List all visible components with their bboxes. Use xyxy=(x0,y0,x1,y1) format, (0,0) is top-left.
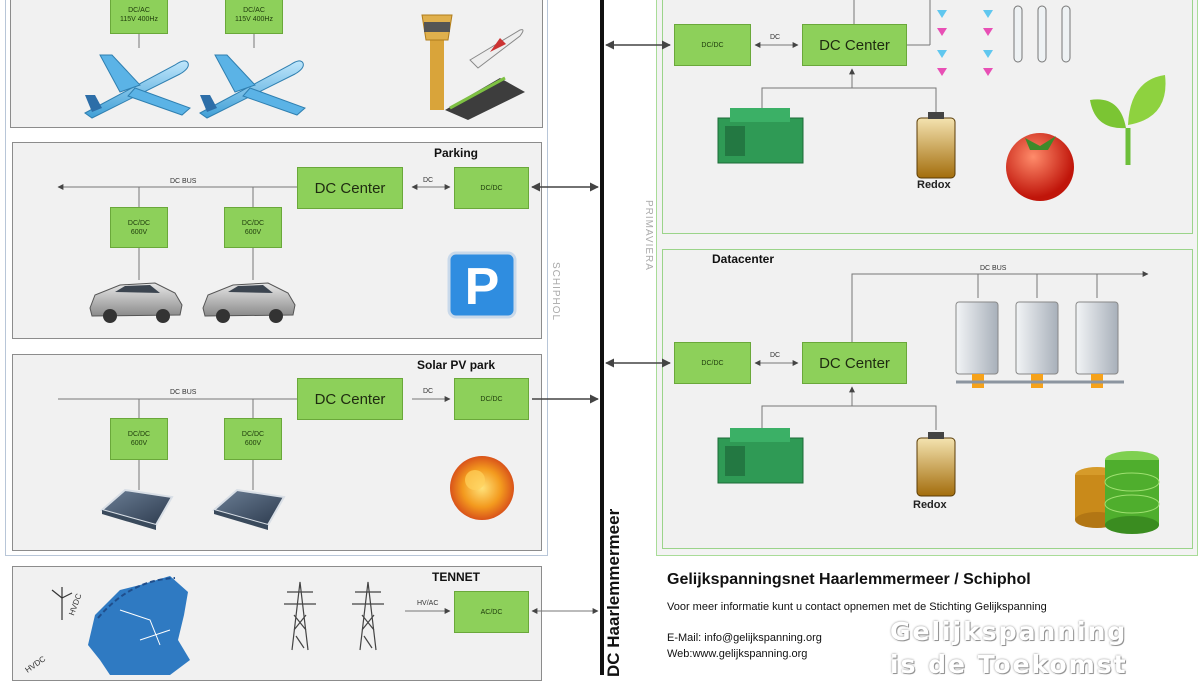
schiphol-frame xyxy=(5,0,548,556)
main-dc-bus-label: DC Haarlemmermeer xyxy=(604,508,623,677)
info-email: E-Mail: info@gelijkspanning.org xyxy=(667,632,822,644)
parking-bus-label: DC BUS xyxy=(170,178,197,185)
datacenter-redox-label: Redox xyxy=(913,499,947,511)
datacenter-dc-label: DC xyxy=(770,352,781,359)
primaviera-label: PRIMAVIERA xyxy=(643,200,654,271)
solar-bus-label: DC BUS xyxy=(170,389,197,396)
parking-dc-center: DC Center xyxy=(297,167,403,209)
greenhouse-dc-center: DC Center xyxy=(802,24,907,66)
solar-title: Solar PV park xyxy=(417,358,496,372)
info-web: Web:www.gelijkspanning.org xyxy=(667,648,808,660)
datacenter-dc-center: DC Center xyxy=(802,342,907,384)
datacenter-title: Datacenter xyxy=(712,252,775,266)
tennet-title: TENNET xyxy=(432,570,480,584)
schiphol-label: SCHIPHOL xyxy=(550,262,561,322)
parking-title: Parking xyxy=(434,146,479,160)
greenhouse-dc-label: DC xyxy=(770,34,781,41)
datacenter-bus-label: DC BUS xyxy=(980,265,1007,272)
tennet-hvac-label: HV/AC xyxy=(417,600,439,607)
greenhouse-dcdc-box: DC/DC xyxy=(674,24,751,66)
parking-dcdc-box: DC/DC xyxy=(454,167,529,209)
solar-dc-center: DC Center xyxy=(297,378,403,420)
info-contact-line: Voor meer informatie kunt u contact opne… xyxy=(667,601,1047,613)
watermark-line-1: Gelijkspanning xyxy=(890,617,1128,646)
tennet-acdc-box: AC/DC xyxy=(454,591,529,633)
datacenter-dcdc-box: DC/DC xyxy=(674,342,751,384)
main-dc-bus-line xyxy=(600,0,604,675)
info-heading: Gelijkspanningsnet Haarlemmermeer / Schi… xyxy=(667,571,1031,588)
parking-dc-label: DC xyxy=(423,177,434,184)
solar-dc-label: DC xyxy=(423,388,434,395)
watermark-line-2: is de Toekomst xyxy=(890,650,1128,679)
solar-dcdc-box: DC/DC xyxy=(454,378,529,420)
greenhouse-redox-label: Redox xyxy=(917,179,951,191)
